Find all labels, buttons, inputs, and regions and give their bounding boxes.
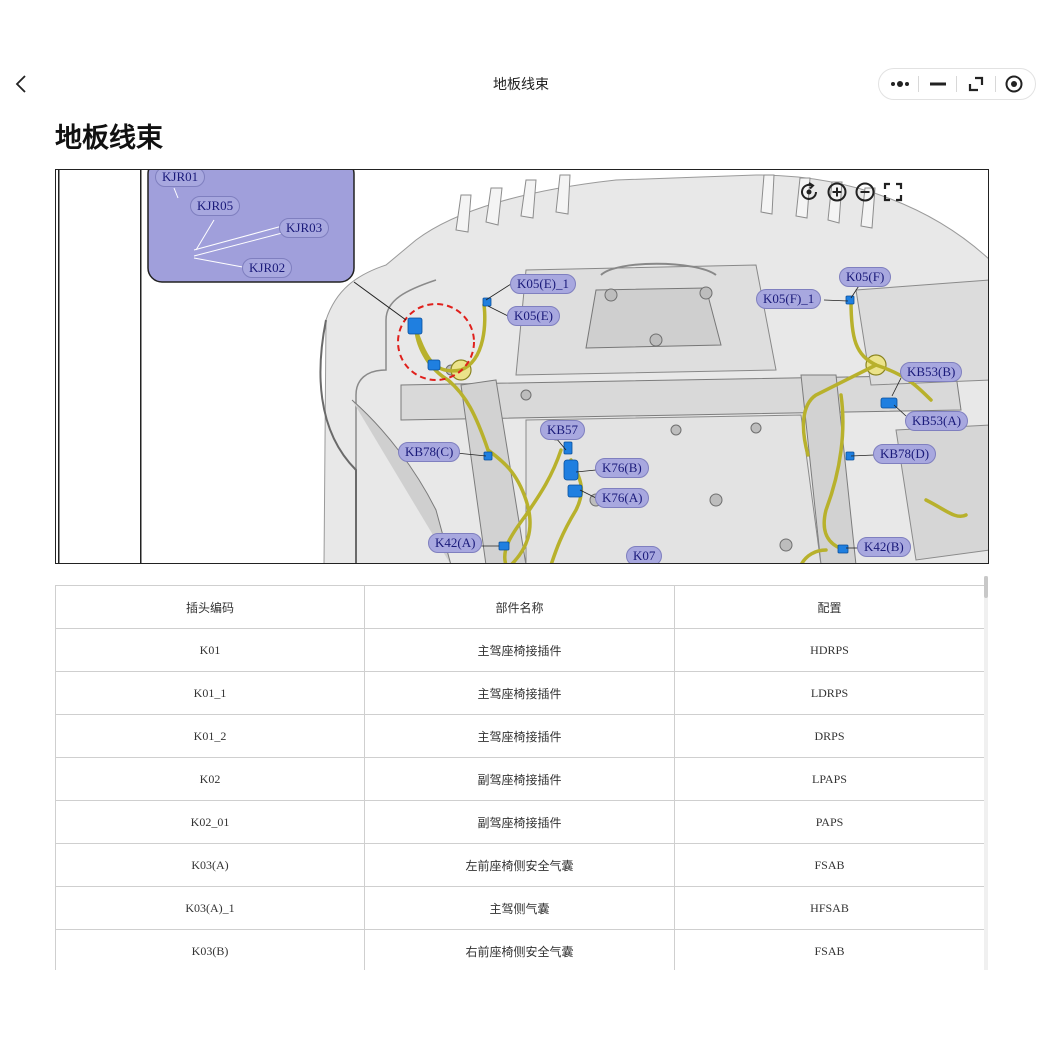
callout-k07[interactable]: K07 (626, 546, 663, 563)
cell-connector-code: K03(A)_1 (55, 886, 365, 930)
cell-connector-code: K03(B) (55, 929, 365, 970)
cell-connector-code: K01_2 (55, 714, 365, 758)
cell-configuration: LPAPS (674, 757, 985, 801)
cell-part-name: 右前座椅侧安全气囊 (364, 929, 675, 970)
table-row[interactable]: K01 主驾座椅接插件 HDRPS (55, 628, 985, 672)
cell-connector-code: K03(A) (55, 843, 365, 887)
callout-kb78c[interactable]: KB78(C) (398, 442, 461, 462)
table-row[interactable]: K03(A)_1 主驾侧气囊 HFSAB (55, 886, 985, 930)
callout-kjr01[interactable]: KJR01 (155, 170, 206, 187)
callout-kjr02[interactable]: KJR02 (242, 258, 293, 278)
back-icon[interactable] (10, 72, 34, 96)
callout-k76b[interactable]: K76(B) (595, 458, 649, 478)
callout-k42a[interactable]: K42(A) (428, 533, 483, 553)
callout-k05e-1[interactable]: K05(E)_1 (510, 274, 576, 294)
cell-configuration: DRPS (674, 714, 985, 758)
restore-icon[interactable] (961, 72, 991, 96)
nav-bar: 地板线束 (0, 62, 1042, 106)
callout-k05f[interactable]: K05(F) (839, 267, 892, 287)
nav-title: 地板线束 (493, 77, 549, 93)
callout-k05e[interactable]: K05(E) (507, 306, 560, 326)
callout-k05f-1[interactable]: K05(F)_1 (756, 289, 822, 309)
table-scrollbar-track[interactable] (984, 576, 988, 970)
cell-configuration: FSAB (674, 929, 985, 970)
cell-part-name: 主驾座椅接插件 (364, 714, 675, 758)
cell-connector-code: K01_1 (55, 671, 365, 715)
cell-part-name: 副驾座椅接插件 (364, 800, 675, 844)
callout-kb53b[interactable]: KB53(B) (900, 362, 963, 382)
capsule-separator (918, 76, 920, 92)
header-configuration: 配置 (674, 585, 985, 629)
capsule-separator (956, 76, 958, 92)
capsule-menu (878, 68, 1036, 100)
diagram-viewer[interactable]: KJR01 KJR05 KJR03 KJR02 K05(E)_1 K05(E) … (55, 169, 989, 564)
table-header-row: 插头编码 部件名称 配置 (55, 585, 985, 629)
cell-part-name: 主驾座椅接插件 (364, 671, 675, 715)
callout-kb78d[interactable]: KB78(D) (873, 444, 937, 464)
zoom-in-icon[interactable] (826, 180, 848, 204)
zoom-out-icon[interactable] (854, 180, 876, 204)
capsule-separator (994, 76, 996, 92)
table-row[interactable]: K02 副驾座椅接插件 LPAPS (55, 757, 985, 801)
table-row[interactable]: K02_01 副驾座椅接插件 PAPS (55, 800, 985, 844)
minimize-icon[interactable] (923, 72, 953, 96)
callout-kjr05[interactable]: KJR05 (190, 196, 241, 216)
connector-table: 插头编码 部件名称 配置 K01 主驾座椅接插件 HDRPS K01_1 主驾座… (55, 585, 985, 970)
callout-kb53a[interactable]: KB53(A) (905, 411, 969, 431)
cell-part-name: 主驾侧气囊 (364, 886, 675, 930)
page-title: 地板线束 (55, 123, 163, 154)
cell-connector-code: K02 (55, 757, 365, 801)
cell-configuration: FSAB (674, 843, 985, 887)
callout-k76a[interactable]: K76(A) (595, 488, 650, 508)
table-row[interactable]: K03(B) 右前座椅侧安全气囊 FSAB (55, 929, 985, 970)
viewer-toolbar (798, 180, 904, 204)
cell-connector-code: K01 (55, 628, 365, 672)
table-row[interactable]: K03(A) 左前座椅侧安全气囊 FSAB (55, 843, 985, 887)
cell-part-name: 副驾座椅接插件 (364, 757, 675, 801)
table-row[interactable]: K01_1 主驾座椅接插件 LDRPS (55, 671, 985, 715)
reset-rotate-icon[interactable] (798, 180, 820, 204)
more-icon[interactable] (885, 72, 915, 96)
header-connector-code: 插头编码 (55, 585, 365, 629)
cell-part-name: 左前座椅侧安全气囊 (364, 843, 675, 887)
fullscreen-icon[interactable] (882, 180, 904, 204)
cell-configuration: HFSAB (674, 886, 985, 930)
harness-diagram (58, 170, 988, 563)
cell-configuration: LDRPS (674, 671, 985, 715)
table-scrollbar-thumb[interactable] (984, 576, 988, 598)
cell-part-name: 主驾座椅接插件 (364, 628, 675, 672)
callout-kb57[interactable]: KB57 (540, 420, 586, 440)
callout-kjr03[interactable]: KJR03 (279, 218, 330, 238)
table-row[interactable]: K01_2 主驾座椅接插件 DRPS (55, 714, 985, 758)
callout-k42b[interactable]: K42(B) (857, 537, 911, 557)
connector-table-container[interactable]: 插头编码 部件名称 配置 K01 主驾座椅接插件 HDRPS K01_1 主驾座… (55, 585, 985, 970)
cell-configuration: HDRPS (674, 628, 985, 672)
close-target-icon[interactable] (999, 72, 1029, 96)
cell-configuration: PAPS (674, 800, 985, 844)
header-part-name: 部件名称 (364, 585, 675, 629)
cell-connector-code: K02_01 (55, 800, 365, 844)
